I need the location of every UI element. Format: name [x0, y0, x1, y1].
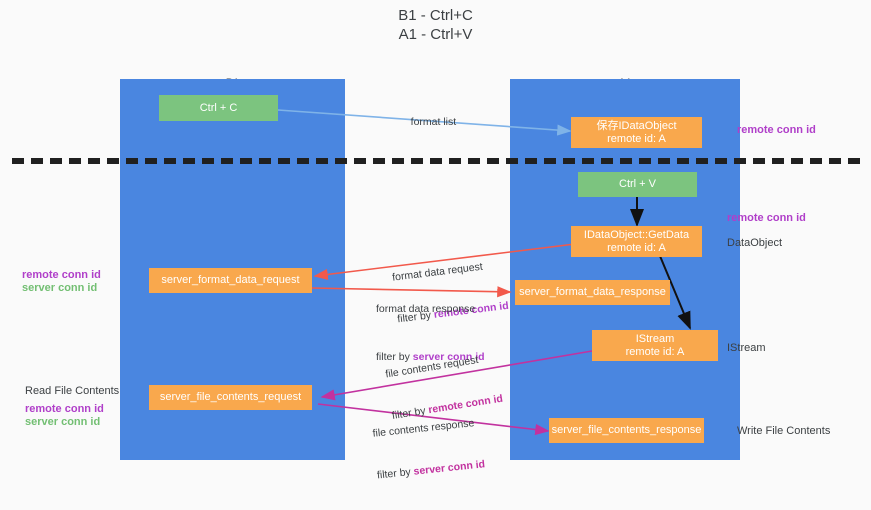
edge-label-format-data-response-filter: filter by server conn id: [376, 350, 485, 364]
node-getdata-label: IDataObject::GetData: [583, 228, 690, 241]
left-label-remote-conn-id: remote conn id: [22, 269, 101, 281]
node-ctrl-c-label: Ctrl + C: [199, 101, 238, 114]
node-server-file-contents-request-label: server_file_contents_request: [159, 391, 302, 403]
node-istream-label: IStream: [635, 332, 675, 345]
left-label-read-file-contents: Read File Contents: [25, 385, 120, 397]
filter-key-4: server conn id: [412, 458, 486, 478]
edge-label-format-list-text: format list: [410, 116, 457, 128]
page-title: B1 - Ctrl+C A1 - Ctrl+V: [398, 7, 473, 43]
node-ctrl-c[interactable]: Ctrl + C: [159, 95, 278, 121]
edge-label-file-contents-response: file contents response filter by server …: [369, 388, 489, 510]
left-label-server-conn-id: server conn id: [22, 282, 98, 294]
edge-label-file-contents-response-main: file contents response: [372, 417, 475, 440]
node-server-file-contents-response-label: server_file_contents_response: [551, 424, 702, 436]
edge-label-format-data-response: format data response filter by server co…: [376, 274, 485, 392]
node-server-file-contents-request[interactable]: server_file_contents_request: [149, 385, 312, 410]
node-idataobject-sub: remote id: A: [607, 132, 666, 145]
filter-prefix-2: filter by: [376, 351, 413, 363]
edge-label-file-contents-request-main: file contents request: [384, 353, 480, 381]
right-label-write-file-contents: Write File Contents: [737, 425, 831, 437]
node-server-format-data-request-label: server_format_data_request: [161, 274, 300, 286]
node-ctrl-v[interactable]: Ctrl + V: [578, 172, 697, 197]
right-label-istream: IStream: [727, 342, 766, 354]
node-server-format-data-request[interactable]: server_format_data_request: [149, 268, 312, 293]
node-istream-sub: remote id: A: [625, 345, 685, 358]
right-label-remote-conn-id-mid: remote conn id: [727, 212, 806, 224]
left-label-remote-conn-id-2: remote conn id: [25, 403, 104, 415]
edge-label-file-contents-response-filter: filter by server conn id: [376, 457, 485, 482]
diagram-canvas: B1 - Ctrl+C A1 - Ctrl+V B1 connection A1…: [12, 7, 862, 482]
node-getdata-sub: remote id: A: [607, 241, 666, 254]
node-server-format-data-response[interactable]: server_format_data_response: [515, 280, 670, 305]
filter-prefix-4: filter by: [376, 465, 415, 482]
left-label-server-conn-id-2: server conn id: [25, 416, 101, 428]
edge-label-format-data-response-main: format data response: [376, 303, 476, 315]
node-server-format-data-response-label: server_format_data_response: [519, 286, 666, 298]
node-ctrl-v-label: Ctrl + V: [619, 178, 656, 190]
node-idataobject[interactable]: 保存IDataObject remote id: A: [571, 117, 702, 148]
node-server-file-contents-response[interactable]: server_file_contents_response: [549, 418, 704, 443]
node-istream[interactable]: IStream remote id: A: [592, 330, 718, 361]
node-idataobject-label: 保存IDataObject: [596, 119, 677, 132]
edge-label-format-list: format list: [399, 101, 457, 143]
node-getdata[interactable]: IDataObject::GetData remote id: A: [571, 226, 702, 257]
filter-key-2: server conn id: [412, 351, 485, 363]
right-label-remote-conn-id-top: remote conn id: [737, 124, 816, 136]
right-label-data-object: DataObject: [727, 237, 783, 249]
